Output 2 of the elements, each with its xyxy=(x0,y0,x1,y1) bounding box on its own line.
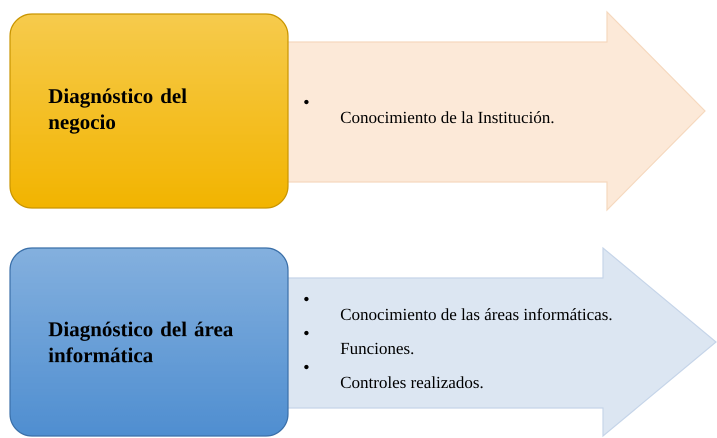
rounded-box: Diagnóstico del área informática xyxy=(9,247,289,437)
rounded-box: Diagnóstico del negocio xyxy=(9,13,289,209)
